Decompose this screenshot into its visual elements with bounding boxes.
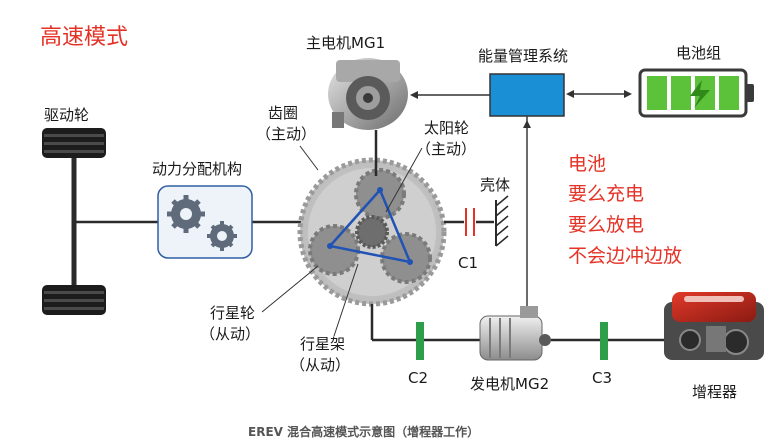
c3-label: C3 bbox=[592, 369, 612, 387]
power-split-label: 动力分配机构 bbox=[152, 160, 242, 178]
annotation-line2: 要么充电 bbox=[568, 183, 644, 205]
ems-label: 能量管理系统 bbox=[478, 47, 568, 65]
page-title: 高速模式 bbox=[40, 25, 128, 50]
clutch-c3 bbox=[600, 322, 608, 360]
planet-gear bbox=[354, 168, 406, 220]
main-motor-mg1 bbox=[328, 58, 408, 130]
drive-wheels bbox=[42, 128, 106, 315]
gear-icon bbox=[167, 195, 237, 251]
planet-carrier-role: （从动） bbox=[290, 356, 350, 374]
housing-label: 壳体 bbox=[480, 176, 510, 194]
generator-mg2 bbox=[479, 306, 551, 361]
power-split-box bbox=[157, 185, 253, 259]
range-extender-engine bbox=[664, 292, 764, 360]
annotation-line3: 要么放电 bbox=[568, 214, 644, 236]
c2-label: C2 bbox=[408, 369, 428, 387]
generator-label: 发电机MG2 bbox=[470, 375, 549, 393]
sun-gear bbox=[355, 215, 389, 249]
annotation-line4: 不会边冲边放 bbox=[568, 245, 682, 267]
main-motor-label: 主电机MG1 bbox=[306, 34, 385, 52]
drive-wheel-label: 驱动轮 bbox=[44, 106, 89, 124]
range-extender-label: 增程器 bbox=[692, 383, 737, 401]
planetary-gear-set bbox=[297, 157, 447, 307]
planet-gear bbox=[308, 224, 360, 276]
planet-gear-label: 行星轮 bbox=[210, 304, 255, 322]
housing-ground bbox=[495, 195, 509, 247]
c1-label: C1 bbox=[458, 254, 478, 272]
ring-gear-role: （主动） bbox=[256, 125, 316, 143]
annotation-line1: 电池 bbox=[568, 153, 606, 175]
ems-box bbox=[489, 73, 565, 117]
sun-gear-role: （主动） bbox=[416, 140, 476, 158]
figure-caption: EREV 混合高速模式示意图（增程器工作） bbox=[248, 424, 479, 439]
ring-gear-label: 齿圈 bbox=[268, 104, 298, 122]
planet-carrier bbox=[327, 187, 413, 264]
planet-carrier-label: 行星架 bbox=[300, 335, 345, 353]
clutch-c1 bbox=[465, 208, 475, 236]
planet-gear-role: （从动） bbox=[200, 325, 260, 343]
planet-gear bbox=[380, 232, 432, 284]
battery-icon bbox=[638, 68, 754, 118]
sun-gear-label: 太阳轮 bbox=[424, 119, 469, 137]
clutch-c2 bbox=[416, 322, 424, 360]
battery-pack-label: 电池组 bbox=[676, 44, 721, 62]
